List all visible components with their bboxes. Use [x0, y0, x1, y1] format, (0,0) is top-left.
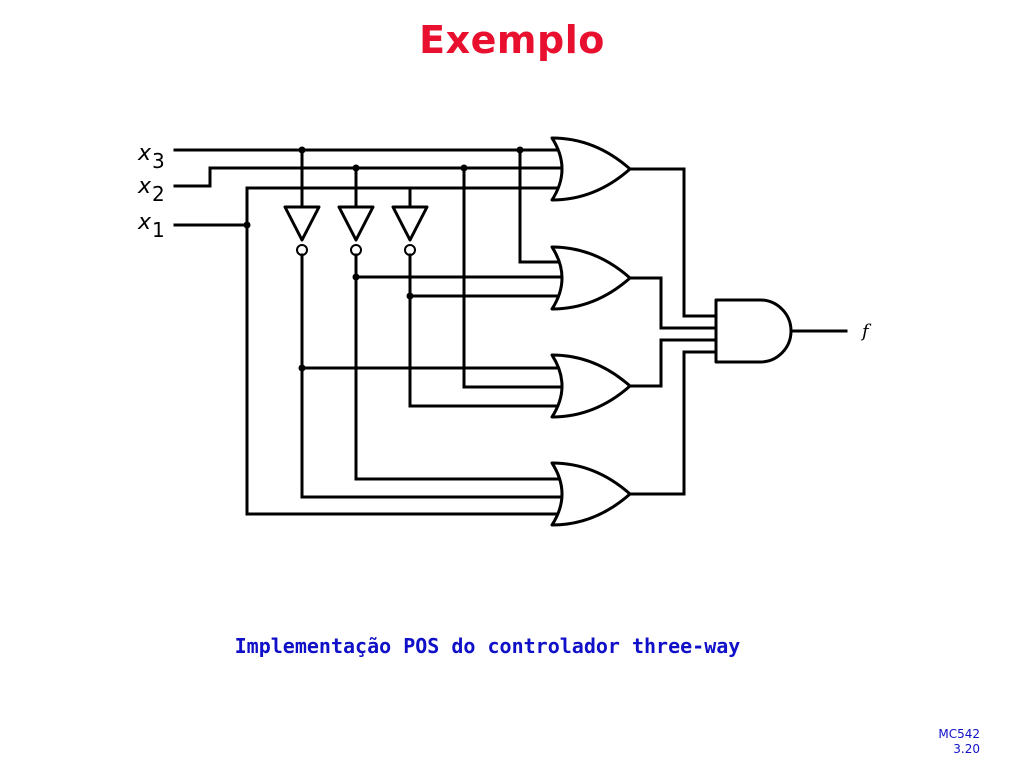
wire-not-x1 [408, 253, 560, 408]
slide-title: Exemplo [419, 18, 605, 62]
and-gate [714, 298, 793, 364]
wire-x2 [173, 166, 565, 188]
wire-x1 [173, 186, 562, 516]
wire-or4-to-and [628, 350, 718, 496]
input-label-x1: x 1 [137, 210, 165, 242]
not-gate-x1 [391, 205, 429, 256]
or-gate-4 [550, 461, 632, 527]
wire-or1-to-and [628, 167, 718, 318]
output-label-f: f [860, 321, 872, 342]
wire-x3-tap [518, 148, 560, 264]
svg-text:x: x [137, 174, 152, 199]
junction-dots [243, 146, 524, 372]
svg-text:x: x [137, 141, 152, 166]
not-gate-x3 [283, 205, 321, 256]
wire-x2-tap [462, 166, 565, 389]
course-code: MC542 [938, 727, 980, 741]
wire-or2-to-and [628, 276, 718, 330]
svg-text:3: 3 [152, 149, 165, 173]
slide-footer: MC542 3.20 [938, 727, 980, 757]
input-label-x3: x 3 [137, 141, 165, 173]
or-gate-2 [550, 245, 632, 311]
slide-number: 3.20 [953, 742, 980, 756]
or-gate-3 [550, 353, 632, 419]
input-label-x2: x 2 [137, 174, 165, 206]
or-gate-1 [550, 136, 632, 202]
svg-text:2: 2 [152, 182, 165, 206]
not-gate-x2 [337, 205, 375, 256]
wire-not-x2 [354, 253, 565, 481]
wire-or3-to-and [628, 338, 718, 388]
svg-text:x: x [137, 210, 152, 235]
slide-caption: Implementação POS do controlador three-w… [234, 634, 741, 658]
wire-not-x3 [300, 253, 562, 499]
svg-text:1: 1 [152, 218, 165, 242]
